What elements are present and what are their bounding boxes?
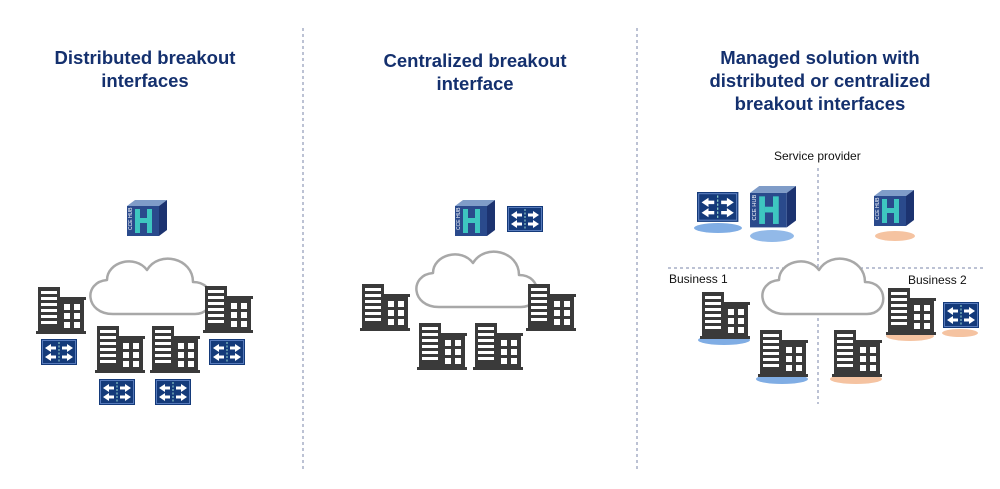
panel-1-switch-icon — [154, 378, 192, 406]
panel-3-cloud-icon — [761, 257, 885, 316]
panel-3-title-line-1: Managed solution with — [720, 47, 920, 68]
panel-2-building-icon — [360, 284, 410, 331]
panel-2-title-line-1: Centralized breakout — [383, 50, 567, 71]
panel-1-title-line-1: Distributed breakout — [54, 47, 236, 68]
panel-2-building-icon — [473, 323, 523, 370]
service-provider-label: Service provider — [774, 149, 861, 163]
panel-3-building-icon-business-1 — [758, 330, 808, 377]
panel-3-building-icon-business-2 — [832, 330, 882, 377]
panel-1-switch-icon — [40, 338, 78, 366]
panel-3-switch-icon-business-2 — [942, 301, 980, 329]
panel-1-cloud-icon — [89, 257, 213, 316]
panel-3-building-icon-business-1 — [700, 292, 750, 339]
shadow-blue — [750, 230, 794, 242]
panel-1-title: Distributed breakout interfaces — [20, 46, 270, 92]
panel-2-cloud-icon — [415, 250, 539, 309]
business-1-label: Business 1 — [669, 272, 728, 286]
panel-2-title: Centralized breakout interface — [345, 49, 605, 95]
panel-1-switch-icon — [208, 338, 246, 366]
shadow-blue — [694, 223, 742, 233]
panel-3-hub-icon-business-2 — [874, 190, 914, 226]
panel-1-building-icon — [36, 287, 86, 334]
business-2-label: Business 2 — [908, 273, 967, 287]
panel-3-title-line-2: distributed or centralized — [709, 70, 931, 91]
panel-3-title: Managed solution with distributed or cen… — [660, 46, 980, 115]
panel-2-title-line-2: interface — [436, 73, 514, 94]
panel-2-switch-icon — [506, 205, 544, 233]
panel-3-switch-icon — [696, 191, 739, 223]
panel-1-switch-icon — [98, 378, 136, 406]
panel-1-hub-icon — [127, 200, 167, 236]
panel-2-building-icon — [417, 323, 467, 370]
panel-1-building-icon — [150, 326, 200, 373]
panel-1-building-icon — [95, 326, 145, 373]
panel-1-title-line-2: interfaces — [101, 70, 189, 91]
panel-3-hub-icon-provider — [750, 186, 796, 228]
shadow-orange — [942, 329, 978, 337]
panel-2-building-icon — [526, 284, 576, 331]
panel-2-hub-icon — [455, 200, 495, 236]
panel-3-title-line-3: breakout interfaces — [734, 93, 906, 114]
panel-3-building-icon-business-2 — [886, 288, 936, 335]
panel-1-building-icon — [203, 286, 253, 333]
shadow-orange — [875, 231, 915, 241]
